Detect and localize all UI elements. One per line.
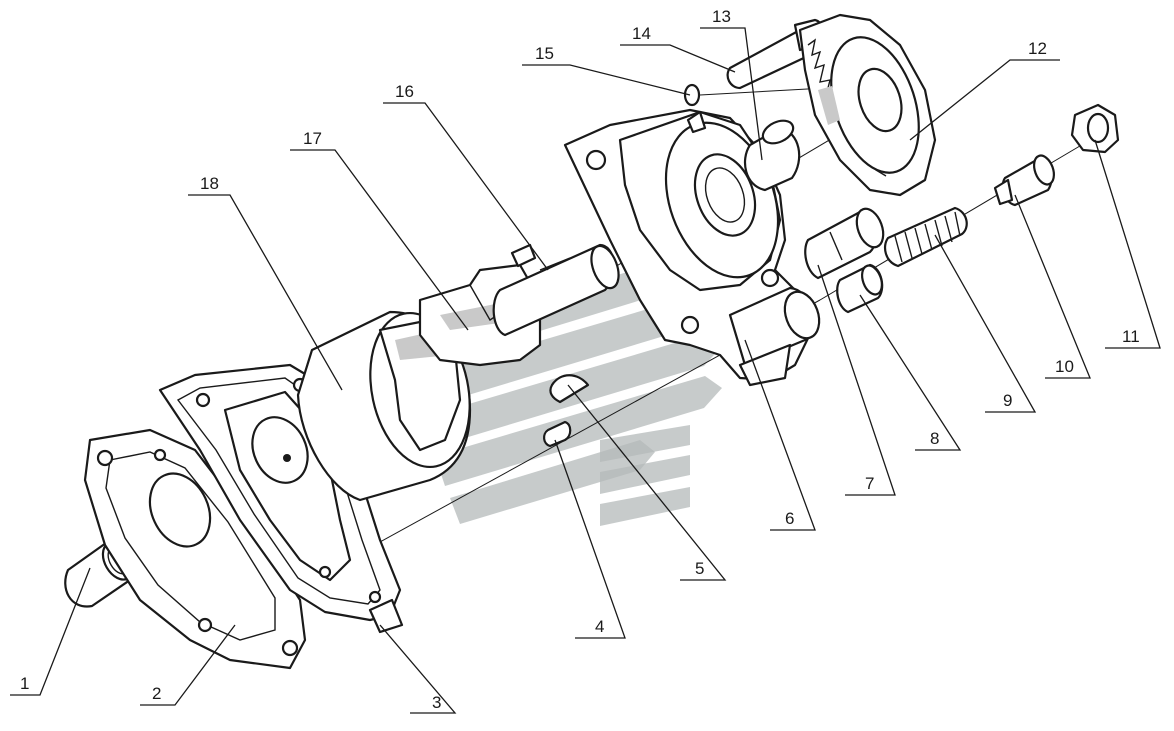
- gear-part-12: [798, 13, 937, 197]
- callout-9: 9: [1003, 391, 1012, 410]
- callout-17: 17: [303, 129, 322, 148]
- leader-lines: [10, 27, 1161, 714]
- callout-4: 4: [595, 617, 604, 636]
- callout-15: 15: [535, 44, 554, 63]
- nut-part-11: [1070, 103, 1120, 154]
- gasket-part-2: [83, 428, 307, 670]
- washer-part-15: [683, 83, 701, 107]
- callout-7: 7: [865, 474, 874, 493]
- callout-1: 1: [20, 674, 29, 693]
- callout-2: 2: [152, 684, 161, 703]
- callout-13: 13: [712, 7, 731, 26]
- key-part-5: [549, 374, 590, 404]
- plug-part-10: [993, 154, 1055, 207]
- callout-6: 6: [785, 509, 794, 528]
- bushing-part-13: [743, 119, 801, 192]
- callout-11: 11: [1122, 327, 1140, 346]
- callout-labels: 1 2 3 4 5 6 7 8 9 10 11 12 13 14 15 16 1…: [20, 7, 1140, 712]
- callout-3: 3: [432, 693, 441, 712]
- pin-part-4: [543, 420, 572, 448]
- callout-18: 18: [200, 174, 219, 193]
- callout-14: 14: [632, 24, 651, 43]
- plunger-part-8: [836, 263, 884, 314]
- callout-16: 16: [395, 82, 414, 101]
- callout-10: 10: [1055, 357, 1074, 376]
- callout-8: 8: [930, 429, 939, 448]
- drive-shaft-part-16: [492, 243, 620, 337]
- callout-5: 5: [695, 559, 704, 578]
- bolt-part-7: [804, 207, 885, 280]
- spring-part-9: [883, 206, 968, 268]
- callout-12: 12: [1028, 39, 1047, 58]
